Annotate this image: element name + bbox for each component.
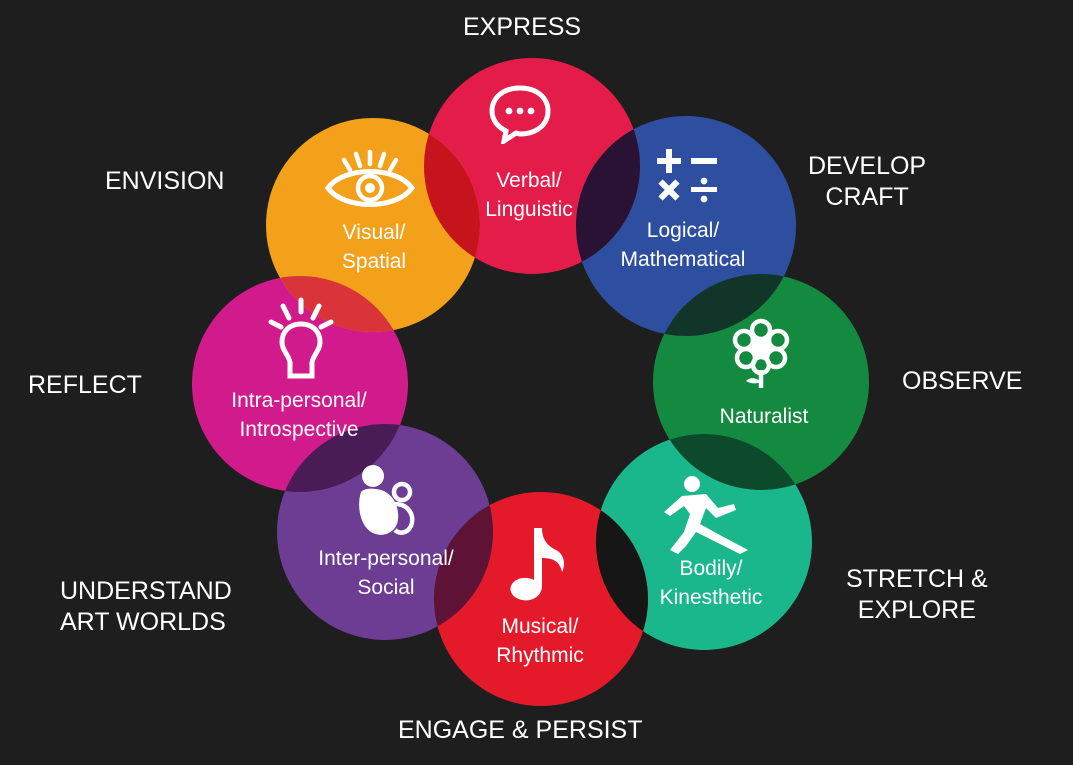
intra-personal-introspective-label: Intra-personal/ Introspective [231, 386, 366, 444]
bodily-label-line2: Kinesthetic [659, 586, 763, 609]
explore-text: EXPLORE [857, 596, 976, 624]
engage-persist-label: ENGAGE & PERSIST [398, 715, 643, 746]
reflect-text: REFLECT [28, 371, 142, 399]
logical-label-line2: Mathematical [620, 248, 746, 271]
musical-label-line1: Musical/ [501, 615, 579, 638]
verbal-label-line1: Verbal/ [496, 169, 562, 192]
math-symbols-icon [657, 149, 717, 203]
naturalist-label: Naturalist [720, 402, 809, 431]
envision-text: ENVISION [105, 167, 225, 195]
people-icon [359, 465, 415, 535]
bodily-label-line1: Bodily/ [679, 557, 743, 580]
understand-text: UNDERSTAND [60, 577, 232, 605]
art-worlds-text: ART WORLDS [60, 608, 226, 636]
express-text: EXPRESS [463, 13, 582, 41]
flower-icon [732, 318, 790, 388]
develop-craft-label: DEVELOP CRAFT [808, 151, 926, 213]
engage-text: ENGAGE & PERSIST [398, 716, 643, 744]
develop-text: DEVELOP [808, 152, 927, 180]
eye-icon [324, 149, 416, 207]
logical-label-line1: Logical/ [646, 219, 720, 242]
musical-rhythmic-label: Musical/ Rhythmic [496, 612, 584, 670]
observe-label: OBSERVE [902, 366, 1022, 397]
verbal-linguistic-label: Verbal/ Linguistic [485, 166, 573, 224]
bodily-kinesthetic-label: Bodily/ Kinesthetic [660, 554, 763, 612]
stretch-text: STRETCH & [846, 565, 988, 593]
observe-text: OBSERVE [902, 367, 1023, 395]
envision-label: ENVISION [105, 166, 224, 197]
speech-bubble-icon [489, 85, 551, 144]
musical-label-line2: Rhythmic [496, 644, 584, 667]
lightbulb-icon [268, 297, 334, 379]
visual-label-line2: Spatial [341, 250, 407, 273]
runner-icon [664, 476, 748, 554]
music-note-icon [510, 528, 564, 601]
verbal-label-line2: Linguistic [485, 198, 573, 221]
express-label: EXPRESS [463, 12, 581, 43]
interpersonal-label-line1: Inter-personal/ [318, 547, 454, 570]
naturalist-label-line1: Naturalist [719, 405, 809, 428]
visual-label-line1: Visual/ [342, 221, 406, 244]
interpersonal-label-line2: Social [357, 576, 415, 599]
inter-personal-social-label: Inter-personal/ Social [318, 544, 453, 602]
intrapersonal-label-line2: Introspective [239, 418, 359, 441]
visual-spatial-label: Visual/ Spatial [342, 218, 406, 276]
reflect-label: REFLECT [28, 370, 142, 401]
stretch-explore-label: STRETCH & EXPLORE [846, 564, 988, 626]
understand-art-worlds-label: UNDERSTAND ART WORLDS [60, 576, 232, 638]
intrapersonal-label-line1: Intra-personal/ [231, 389, 367, 412]
logical-mathematical-label: Logical/ Mathematical [621, 216, 746, 274]
craft-text: CRAFT [825, 183, 909, 211]
